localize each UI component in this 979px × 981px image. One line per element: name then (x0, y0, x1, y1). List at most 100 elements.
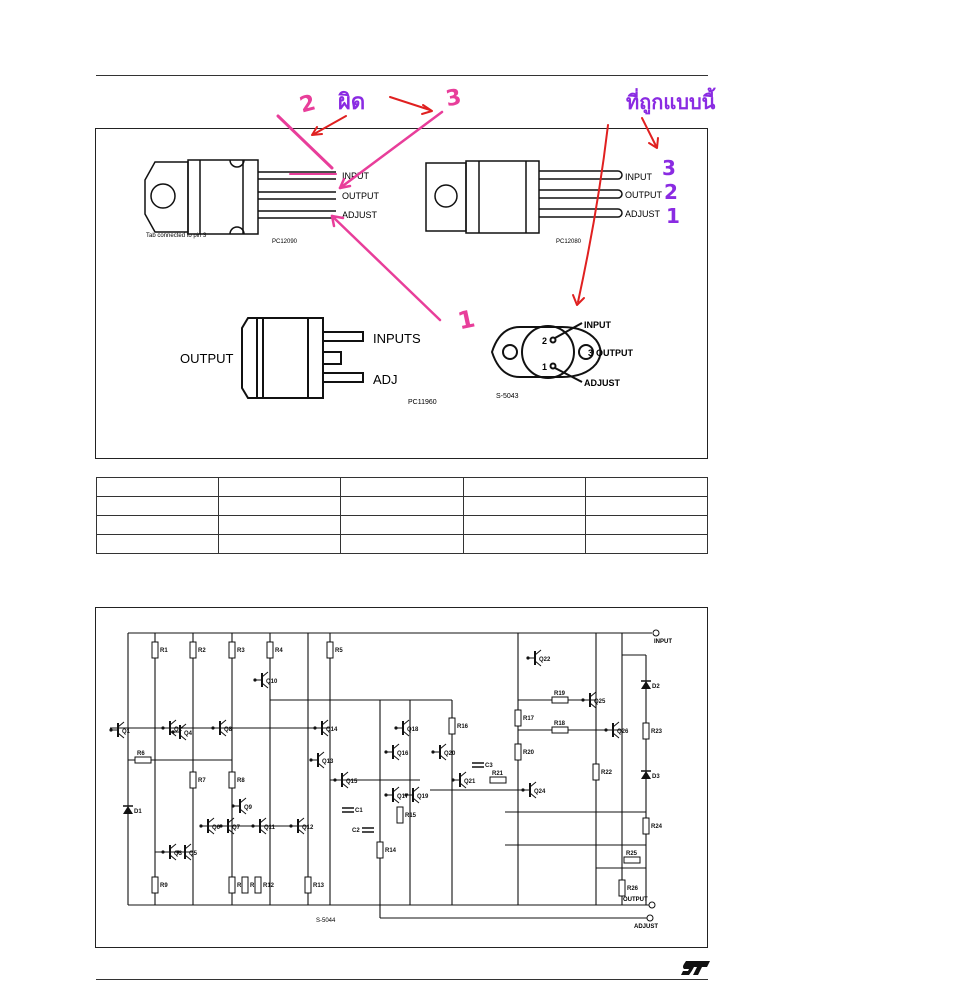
to3-adjust-label: ADJUST (584, 378, 621, 388)
table-row (95, 534, 709, 554)
transistor-label-q16: Q16 (397, 751, 409, 757)
resistor-r10 (228, 876, 236, 894)
resistor-label-r9: R9 (160, 883, 168, 889)
annotation-strokes (276, 96, 659, 322)
resistor-r25 (623, 856, 641, 864)
resistor-r7 (189, 771, 197, 789)
resistor-r1 (151, 641, 159, 659)
resistor-label-r20: R20 (523, 750, 535, 756)
to3-input-label: INPUT (584, 320, 612, 330)
capacitor-c1 (342, 807, 354, 813)
transistor-node-q6 (199, 824, 203, 828)
capacitor-c3 (472, 762, 484, 768)
resistor-r13 (304, 876, 312, 894)
bottom-rule (96, 979, 708, 980)
transistor-node-q15 (333, 778, 337, 782)
resistor-r12 (254, 876, 262, 894)
resistor-label-r1: R1 (160, 648, 168, 654)
resistor-label-r16: R16 (457, 724, 469, 730)
transistor-label-q9: Q9 (244, 805, 253, 811)
ordering-table (95, 477, 709, 554)
resistor-r23 (642, 722, 650, 740)
transistor-node-q21 (451, 778, 455, 782)
resistor-label-r23: R23 (651, 729, 663, 735)
resistor-label-r3: R3 (237, 648, 245, 654)
to3-package (490, 322, 602, 383)
transistor-node-q13 (309, 758, 313, 762)
transistor-label-q4: Q4 (184, 731, 193, 737)
packages-frame (95, 128, 708, 459)
to3-pin-number-3: 3 (588, 348, 593, 358)
resistor-label-r21: R21 (492, 771, 504, 777)
resistor-r6 (134, 756, 152, 764)
input-terminal-icon (652, 629, 660, 637)
transistor-label-q5: Q5 (189, 851, 198, 857)
resistor-r5 (326, 641, 334, 659)
transistor-label-q12: Q12 (302, 825, 314, 831)
resistor-r22 (592, 763, 600, 781)
diode-label-d2: D2 (652, 684, 660, 690)
transistor-label-q25: Q25 (594, 699, 606, 705)
capacitor-label-c1: C1 (355, 808, 363, 814)
resistor-label-r15: R15 (405, 813, 417, 819)
diode-label-d1: D1 (134, 809, 142, 815)
resistor-label-r6: R6 (137, 751, 145, 757)
transistor-node-q25 (581, 698, 585, 702)
d2pak-inputs-label: INPUTS (373, 331, 421, 346)
transistor-label-q26: Q26 (617, 729, 629, 735)
to220-right-pin-output: OUTPUT (625, 190, 663, 200)
capacitor-label-c2: C2 (352, 828, 360, 834)
to220-right-pin-input: INPUT (625, 172, 653, 182)
to220-left-pin-output: OUTPUT (342, 191, 380, 201)
table-row (95, 515, 709, 535)
resistor-label-r4: R4 (275, 648, 283, 654)
transistor-node-q10 (253, 678, 257, 682)
schematic-terminal-input: INPUT (654, 639, 672, 645)
resistor-r8 (228, 771, 236, 789)
transistor-label-q3: Q3 (174, 851, 183, 857)
wrong-label: ผิด (338, 90, 366, 115)
transistor-label-q22: Q22 (539, 657, 551, 663)
schematic-code: S-5044 (316, 918, 336, 924)
transistor-node-q16 (384, 750, 388, 754)
resistor-label-r17: R17 (523, 716, 535, 722)
d2pak-adj-label: ADJ (373, 372, 398, 387)
to3-output-label: OUTPUT (596, 348, 634, 358)
resistor-r4 (266, 641, 274, 659)
d2pak-code: PC11960 (408, 399, 437, 406)
capacitor-label-c3: C3 (485, 763, 493, 769)
transistor-node-q24 (521, 788, 525, 792)
transistor-label-q20: Q20 (444, 751, 456, 757)
transistor-node-q11 (251, 824, 255, 828)
resistor-r26 (618, 879, 626, 897)
transistor-label-q13: Q13 (322, 759, 334, 765)
transistor-label-q14: Q14 (326, 727, 338, 733)
table-row (95, 496, 709, 516)
resistor-r20 (514, 743, 522, 761)
transistor-label-q8: Q8 (224, 727, 233, 733)
resistor-label-r19: R19 (554, 691, 566, 697)
to220-right-package (425, 160, 623, 234)
transistor-node-q2 (161, 726, 165, 730)
top-rule (96, 75, 708, 76)
to3-pin-number-1: 1 (542, 362, 547, 372)
transistor-label-q15: Q15 (346, 779, 358, 785)
resistor-r24 (642, 817, 650, 835)
transistor-node-q3 (161, 850, 165, 854)
correct-label: ที่ถูกแบบนี้ (626, 90, 716, 114)
transistor-label-q18: Q18 (407, 727, 419, 733)
resistor-r14 (376, 841, 384, 859)
transistor-node-q26 (604, 728, 608, 732)
transistor-label-q10: Q10 (266, 679, 278, 685)
correct-pin-number-3: 3 (662, 156, 676, 180)
resistor-label-r13: R13 (313, 883, 325, 889)
to3-pin-number-2: 2 (542, 336, 547, 346)
transistor-node-q7 (219, 824, 223, 828)
transistor-label-q6: Q6 (212, 825, 221, 831)
resistor-label-r24: R24 (651, 824, 663, 830)
transistor-node-q4 (171, 730, 175, 734)
resistor-r19 (551, 696, 569, 704)
resistor-label-r8: R8 (237, 778, 245, 784)
to3-code: S-5043 (496, 393, 519, 400)
